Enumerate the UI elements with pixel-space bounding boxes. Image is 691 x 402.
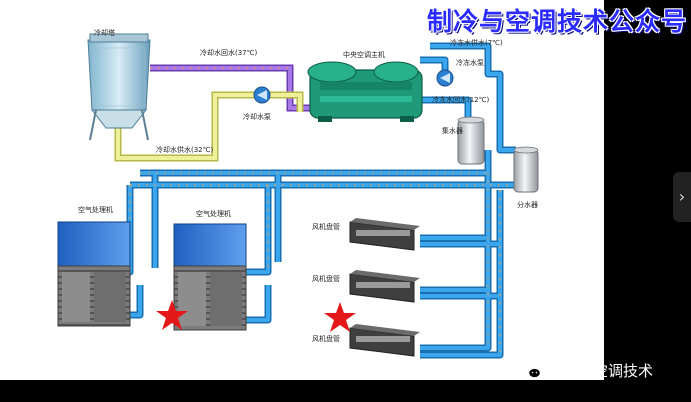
fan-coil-unit: [349, 324, 420, 357]
cooling-return-pipe: [150, 64, 310, 112]
fcu-label: 风机盘管: [312, 275, 340, 283]
distributor-label: 分水器: [517, 201, 538, 209]
water-collector-tank: [457, 116, 485, 165]
cooling-pump-label: 冷却水泵: [243, 113, 271, 121]
cooling-tower-label: 冷却塔: [94, 29, 115, 37]
chiller-label: 中央空调主机: [343, 51, 385, 59]
fcu-label: 风机盘管: [312, 223, 340, 231]
air-handler-unit: [173, 223, 247, 331]
star-icon: [156, 300, 188, 330]
ahu-label: 空气处理机: [196, 210, 231, 218]
chilled-return-label: 冷冻水回水(12℃): [432, 96, 490, 104]
chiller-unit: [307, 61, 423, 122]
star-icon: [324, 302, 356, 332]
water-distributor-tank: [513, 146, 539, 193]
collector-label: 集水器: [442, 127, 463, 135]
footer-brand-text: 制冷与空调技术: [548, 362, 654, 380]
chilled-pump-label: 冷冻水泵: [456, 59, 484, 67]
pump-icon: [253, 86, 271, 104]
chevron-right-icon[interactable]: ›: [673, 172, 691, 222]
fan-coil-unit: [349, 218, 420, 251]
fcu-label: 风机盘管: [312, 335, 340, 343]
cooling-supply-pipe: [114, 91, 304, 162]
footer-brand: 制冷与空调技术: [520, 360, 653, 381]
diagram-panel: 冷却塔 冷却水回水(37℃) 中央空调主机 冷冻水供水(7℃) 冷冻水泵 冷冻水…: [0, 0, 604, 380]
hvac-diagram: [57, 33, 539, 359]
brand-title: 制冷与空调技术公众号: [426, 7, 687, 36]
pump-icon: [436, 69, 454, 87]
cooling-return-label: 冷却水回水(37℃): [200, 49, 258, 57]
cooling-tower: [87, 33, 151, 141]
cooling-supply-label: 冷却水供水(32℃): [156, 146, 214, 154]
chilled-supply-label: 冷冻水供水(7℃): [450, 39, 503, 47]
air-handler-unit: [57, 221, 131, 327]
fan-coil-unit: [349, 270, 420, 303]
wechat-icon: [520, 362, 542, 379]
ahu-label: 空气处理机: [78, 206, 113, 214]
